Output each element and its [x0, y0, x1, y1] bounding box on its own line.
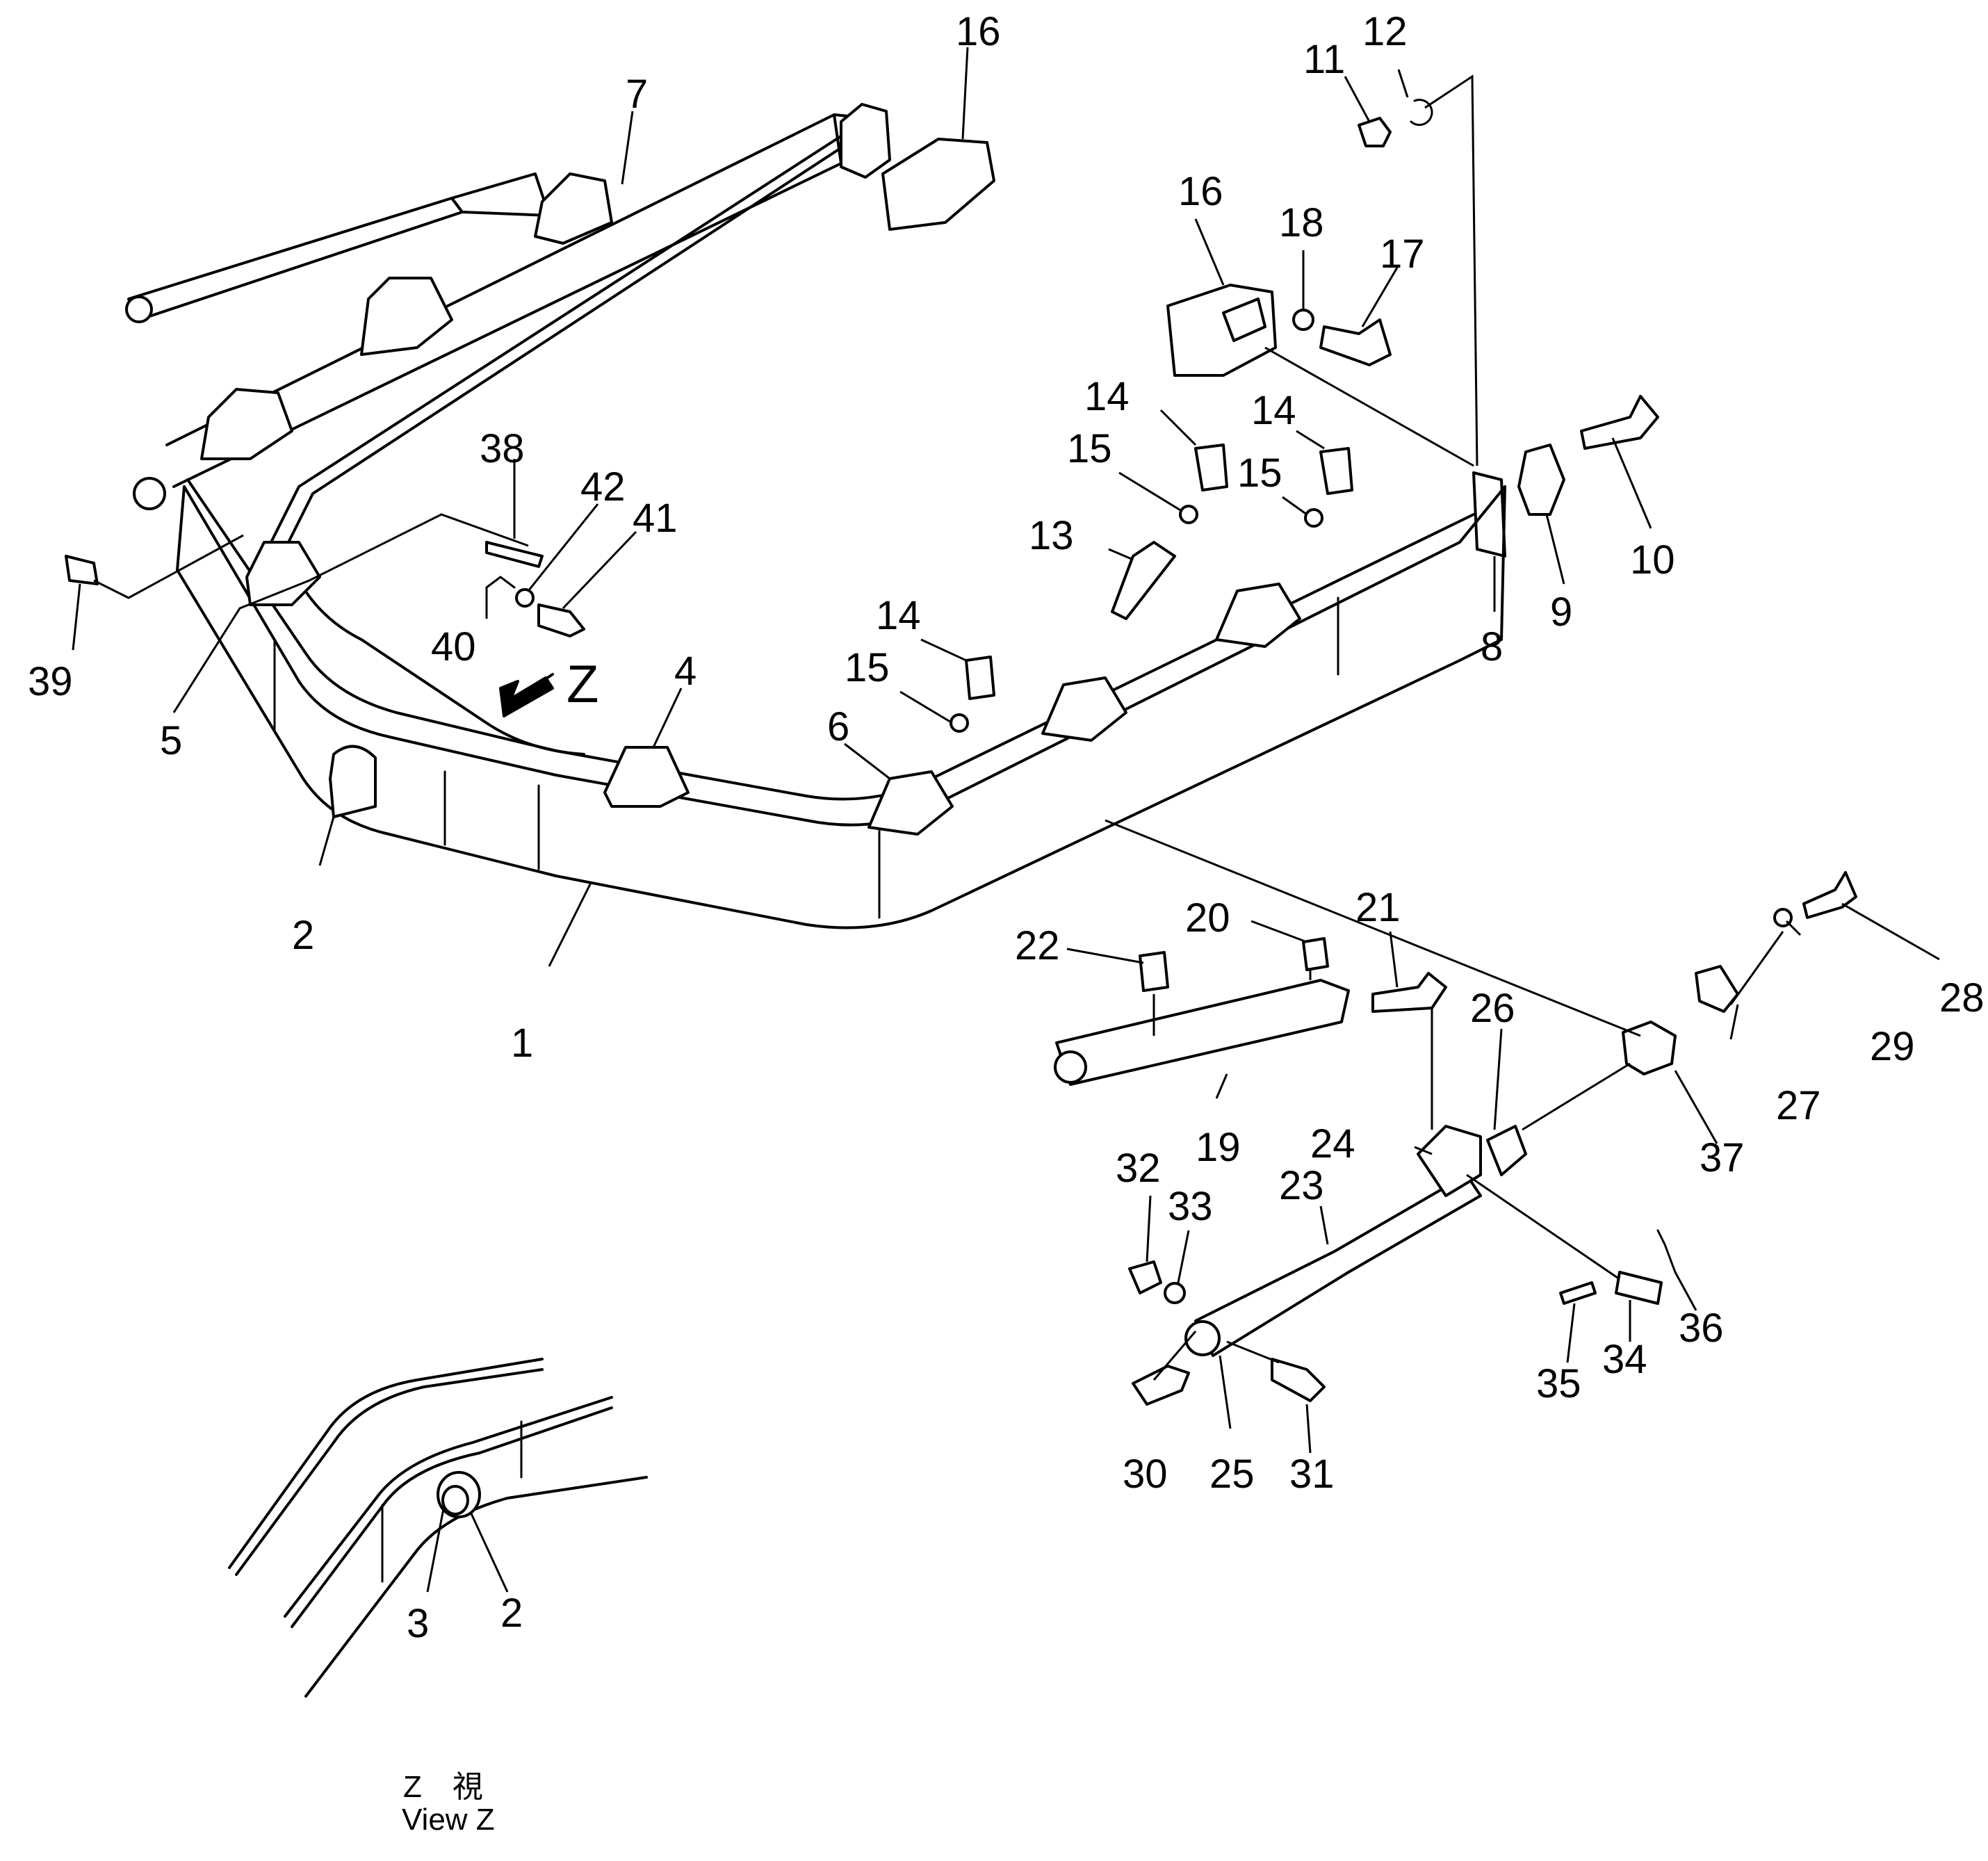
callout-41: 41	[633, 496, 678, 541]
washer-15c	[950, 713, 969, 733]
callout-10: 10	[1630, 537, 1675, 583]
callout-7: 7	[626, 72, 648, 117]
upper-cylinder	[125, 103, 891, 606]
leader-lines	[72, 47, 1940, 1593]
rod-end-21	[1371, 972, 1447, 1013]
callout-3: 3	[407, 1601, 429, 1646]
pin-35	[1559, 1281, 1597, 1305]
view-z-inset: Z 視 View Z	[228, 1358, 648, 1837]
washer-15a	[1179, 505, 1198, 524]
callout-13: 13	[1029, 513, 1074, 558]
bracket-right	[1215, 583, 1301, 648]
washer-15b	[1304, 508, 1323, 528]
callout-40: 40	[431, 624, 476, 669]
bracket-4	[603, 746, 690, 808]
callout-39: 39	[28, 659, 73, 704]
plug-3-inset	[441, 1485, 469, 1515]
callout-30: 30	[1123, 1452, 1168, 1497]
view-caption-en: View Z	[402, 1803, 495, 1837]
bolt-14c	[965, 656, 995, 700]
bushing-37	[1622, 1021, 1677, 1075]
ring-12	[1410, 99, 1433, 127]
view-z-arrow: Z	[499, 655, 598, 717]
callout-37: 37	[1700, 1135, 1745, 1180]
callout-22: 22	[1015, 923, 1060, 968]
callout-23: 23	[1279, 1163, 1324, 1208]
callout-38: 38	[480, 426, 525, 471]
callout-33: 33	[1168, 1184, 1213, 1229]
callout-19: 19	[1196, 1125, 1241, 1170]
callout-11: 11	[1303, 37, 1345, 82]
bolt-41	[537, 603, 585, 637]
view-caption-jp: Z 視	[403, 1770, 483, 1804]
callout-12: 12	[1362, 9, 1408, 54]
callout-25: 25	[1209, 1452, 1255, 1497]
callout-5: 5	[160, 718, 182, 763]
callout-4: 4	[674, 649, 696, 694]
bolt-14b	[1319, 447, 1353, 495]
callout-14a: 14	[1084, 374, 1130, 419]
bolt-10	[1580, 395, 1659, 450]
washer-18	[1292, 309, 1314, 331]
callout-1: 1	[511, 1021, 533, 1066]
callouts: 1 2 4 5 6 7 8 9 10 11 12 13 14 14 14 15 …	[28, 9, 1985, 1646]
callout-31: 31	[1289, 1452, 1335, 1497]
callout-35: 35	[1536, 1361, 1581, 1406]
boss-2	[329, 745, 377, 818]
bolt-22	[1139, 951, 1169, 992]
callout-14b: 14	[1251, 388, 1296, 433]
cotter-36	[1656, 1229, 1677, 1274]
callout-2: 2	[292, 913, 314, 958]
clamp-9	[1517, 444, 1565, 516]
callout-9: 9	[1550, 590, 1572, 635]
callout-27: 27	[1776, 1083, 1821, 1128]
bolt-31	[1271, 1358, 1326, 1402]
callout-34: 34	[1602, 1337, 1647, 1382]
cover-plate-16-right	[1166, 284, 1277, 377]
callout-28: 28	[1939, 975, 1985, 1021]
callout-20: 20	[1185, 895, 1230, 941]
callout-29: 29	[1870, 1024, 1915, 1069]
callout-26: 26	[1470, 986, 1515, 1031]
clip-40	[485, 576, 516, 589]
cylinder-23-25	[1184, 1125, 1527, 1357]
callout-15c: 15	[845, 645, 890, 690]
callout-15b: 15	[1237, 450, 1282, 496]
bolt-28	[1802, 871, 1857, 919]
callout-2b: 2	[500, 1591, 523, 1636]
nut-11	[1358, 117, 1392, 147]
nipple-39	[65, 555, 99, 585]
callout-42: 42	[580, 464, 626, 510]
callout-8: 8	[1481, 624, 1503, 669]
callout-36: 36	[1679, 1306, 1724, 1351]
washer-42	[515, 588, 535, 608]
washer-33	[1164, 1282, 1186, 1304]
callout-21: 21	[1355, 885, 1401, 930]
callout-32: 32	[1116, 1146, 1161, 1191]
cover-plate-16-top	[881, 138, 995, 231]
callout-24: 24	[1310, 1121, 1355, 1167]
pin-38	[485, 541, 544, 568]
bolt-14a	[1194, 444, 1228, 491]
callout-17: 17	[1380, 231, 1425, 277]
pin-13	[1111, 541, 1176, 620]
view-z-letter: Z	[567, 655, 598, 714]
cylinder-19	[1054, 979, 1350, 1086]
pin-34	[1615, 1271, 1663, 1305]
grease-fitting-20	[1302, 937, 1329, 971]
bolt-17	[1319, 318, 1392, 366]
bracket-mid	[1041, 676, 1127, 742]
nut-32	[1128, 1260, 1162, 1294]
callout-18: 18	[1279, 200, 1324, 245]
callout-6: 6	[827, 704, 849, 749]
bracket-6	[867, 770, 954, 836]
callout-14c: 14	[876, 593, 921, 638]
callout-16b: 16	[1178, 169, 1223, 214]
callout-16a: 16	[956, 9, 1001, 54]
callout-15a: 15	[1067, 426, 1112, 471]
